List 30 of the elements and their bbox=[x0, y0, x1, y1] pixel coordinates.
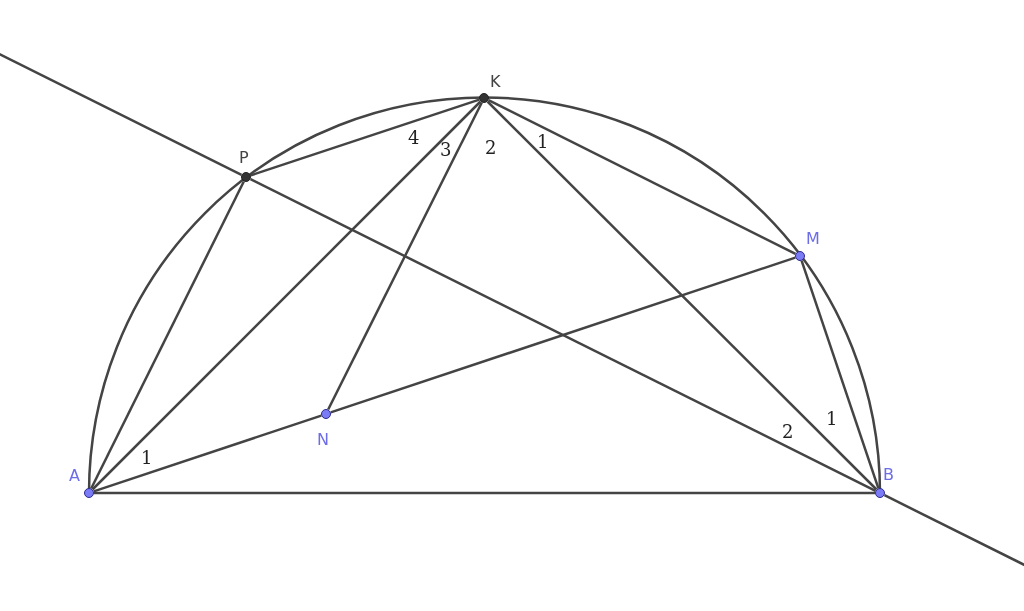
line-segment bbox=[90, 180, 245, 490]
point-label: K bbox=[490, 74, 501, 90]
line-segment bbox=[486, 100, 878, 491]
line-segment bbox=[487, 99, 797, 255]
point-label: M bbox=[806, 231, 820, 247]
point-label: B bbox=[883, 467, 894, 483]
point-marker bbox=[795, 251, 805, 261]
angle-number: 1 bbox=[141, 449, 153, 467]
point-marker bbox=[875, 488, 885, 498]
line-segment bbox=[250, 98, 480, 177]
angle-number: 3 bbox=[440, 141, 452, 159]
line-segment bbox=[91, 100, 482, 491]
angle-number: 2 bbox=[782, 423, 794, 441]
point-label: A bbox=[69, 468, 80, 484]
angle-number: 4 bbox=[408, 129, 420, 147]
point-marker bbox=[241, 172, 251, 182]
line-segment bbox=[94, 491, 875, 495]
point-label: N bbox=[317, 432, 329, 448]
point-marker bbox=[479, 93, 489, 103]
line-segment bbox=[330, 256, 796, 414]
angle-number: 2 bbox=[485, 139, 497, 157]
angle-number: 1 bbox=[826, 410, 838, 428]
line-segment bbox=[93, 414, 322, 493]
line-segment bbox=[800, 260, 880, 489]
angle-number: 1 bbox=[537, 133, 549, 151]
point-marker bbox=[84, 488, 94, 498]
point-label: P bbox=[239, 150, 249, 166]
line-segment bbox=[327, 101, 483, 411]
point-marker bbox=[321, 409, 331, 419]
line-segment bbox=[249, 178, 877, 492]
